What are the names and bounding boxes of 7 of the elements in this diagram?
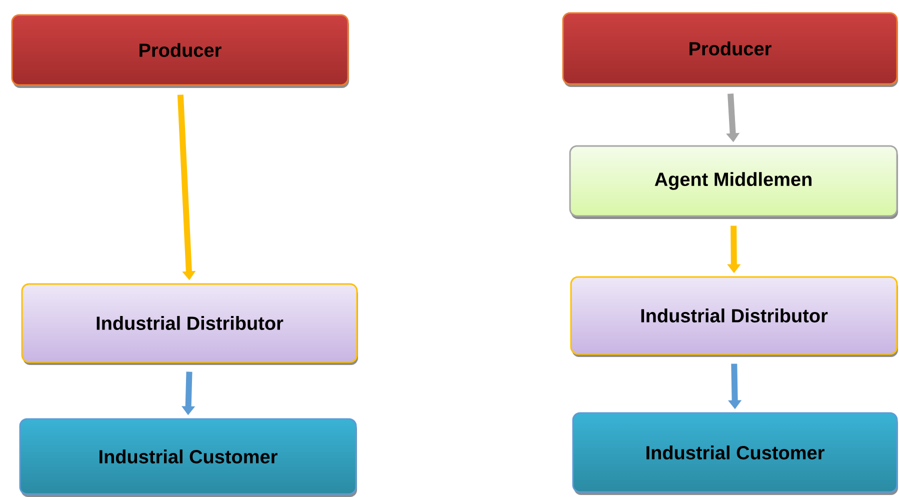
distributor-box: Industrial Distributor — [21, 283, 358, 365]
distributor-box: Industrial Distributor — [570, 276, 898, 357]
customer-box: Industrial Customer — [572, 412, 898, 495]
producer-box: Producer — [562, 12, 898, 87]
customer-box: Industrial Customer — [19, 418, 357, 497]
producer-box: Producer — [11, 14, 349, 88]
agent-box: Agent Middlemen — [569, 145, 898, 219]
